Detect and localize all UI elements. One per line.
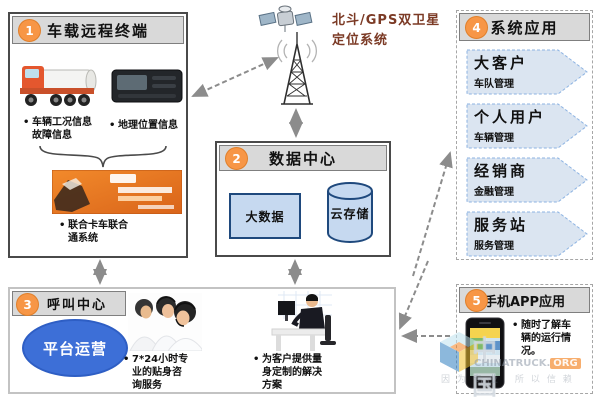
bullet-line: 辆的运行情 (521, 333, 571, 344)
terminal-header: 1 车载远程终端 (12, 16, 184, 44)
step-4-badge: 4 (465, 16, 488, 39)
callcenter-bullet-service: 7*24小时专 业的贴身咨 询服务 (123, 353, 212, 392)
applications-header: 4 系统应用 (459, 13, 590, 41)
platform-operation-badge: 平台运营 (22, 319, 128, 377)
support-agent-image (270, 289, 338, 355)
bullet-line: 为客户提供量 (262, 354, 322, 365)
app-item-sub: 车辆管理 (474, 133, 514, 144)
terminal-box: 1 车载远程终端 (8, 12, 188, 258)
bullet-line: 7*24小时专 (132, 354, 189, 365)
callcenter-title: 呼叫中心 (46, 298, 107, 313)
bullet-line: 方案 (262, 380, 282, 391)
app-item-label: 经销商 (474, 162, 529, 180)
bullet-line: 联合卡车联合 (68, 220, 128, 231)
big-data-label: 大数据 (245, 209, 285, 224)
big-data-node: 大数据 (229, 193, 301, 239)
terminal-title: 车载远程终端 (46, 21, 149, 40)
step-2-badge: 2 (225, 147, 248, 170)
bullet-line: 身定制的解决 (262, 367, 322, 378)
bullet-line: 故障信息 (32, 130, 72, 141)
radio-tower-icon (262, 30, 332, 112)
mobile-app-bullet: 随时了解车 辆的运行情 况。 (512, 319, 585, 358)
bullet-line: 地理位置信息 (118, 120, 178, 131)
smartphone-image (465, 317, 505, 393)
bullet-line: 况。 (521, 346, 541, 357)
app-item-label: 个人用户 (474, 108, 547, 126)
datacenter-header: 2 数据中心 (219, 145, 387, 171)
call-operators-image (128, 293, 203, 355)
app-item-key-account: 大客户 车队管理 (466, 49, 588, 95)
step-1-badge: 1 (18, 19, 41, 42)
onboard-device-image (110, 66, 184, 110)
step-5-badge: 5 (465, 289, 488, 312)
terminal-bullet-system: 联合卡车联合 通系统 (59, 219, 168, 245)
gps-system-label: 北斗/GPS双卫星 定位系统 (332, 11, 440, 51)
app-item-service-station: 服务站 服务管理 (466, 211, 588, 257)
callcenter-bullet-solution: 为客户提供量 身定制的解决 方案 (253, 353, 352, 392)
arrow-callcenter-applications (412, 151, 453, 277)
app-item-dealer: 经销商 金融管理 (466, 157, 588, 203)
callcenter-header: 3 呼叫中心 (12, 291, 126, 316)
mobile-app-header: 5 手机APP应用 (459, 287, 590, 313)
callcenter-box: 3 呼叫中心 平台运营 7*24小时 (8, 287, 396, 394)
cloud-storage-cylinder: 云存储 (325, 181, 375, 245)
bullet-line: 通系统 (68, 233, 98, 244)
bullet-line: 询服务 (132, 380, 162, 391)
arrow-applications-callcenter (398, 260, 429, 330)
gps-label-line2: 定位系统 (332, 33, 389, 48)
step-3-badge: 3 (16, 293, 39, 316)
mobile-app-box: 5 手机APP应用 随时了解车 辆的运行情 况。 (456, 284, 593, 394)
app-item-label: 服务站 (474, 216, 529, 234)
cloud-storage-label: 云存储 (330, 207, 370, 221)
terminal-bullet-location: 地理位置信息 (109, 119, 190, 132)
app-item-label: 大客户 (474, 54, 529, 72)
app-item-sub: 服务管理 (474, 241, 514, 252)
platform-operation-label: 平台运营 (42, 339, 107, 358)
datacenter-title: 数据中心 (268, 149, 337, 168)
satellite-icon (258, 2, 313, 42)
applications-box: 4 系统应用 大客户 车队管理 个人用户 车辆管理 经销商 金融管理 (456, 10, 593, 260)
bullet-line: 随时了解车 (521, 320, 571, 331)
bullet-line: 车辆工况信息 (32, 117, 92, 128)
brace-shape (36, 144, 170, 174)
terminal-bullet-condition: 车辆工况信息 故障信息 (23, 116, 112, 142)
app-item-sub: 金融管理 (474, 187, 514, 198)
gps-label-line1: 北斗/GPS双卫星 (332, 13, 441, 28)
truck-image (18, 58, 98, 114)
app-item-sub: 车队管理 (474, 79, 514, 90)
app-item-individual: 个人用户 车辆管理 (466, 103, 588, 149)
applications-title: 系统应用 (490, 18, 559, 37)
bullet-line: 业的贴身咨 (132, 367, 182, 378)
datacenter-box: 2 数据中心 大数据 云存储 (215, 141, 391, 257)
mobile-app-title: 手机APP应用 (483, 294, 566, 310)
truck-portal-banner-image (51, 169, 183, 218)
